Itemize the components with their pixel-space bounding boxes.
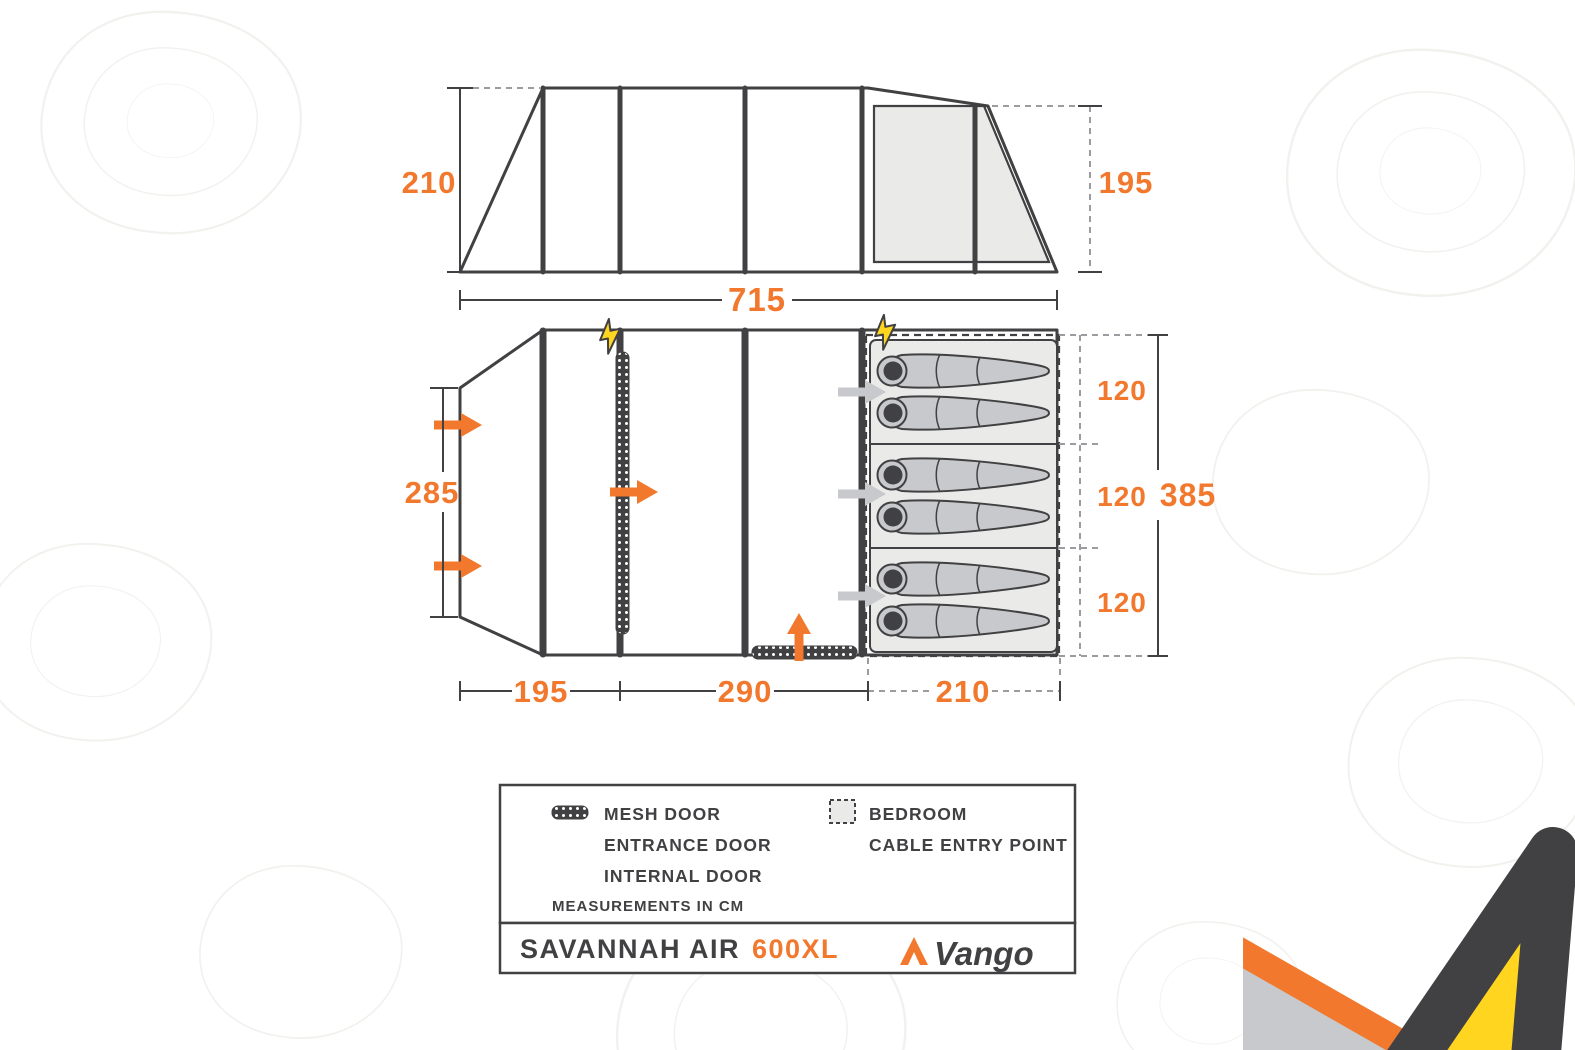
floor-plan-view: 285 120 120 120 385 bbox=[405, 311, 1216, 709]
legend-mesh-door-label: MESH DOOR bbox=[604, 804, 721, 824]
dimension-total-width: 715 bbox=[459, 281, 1058, 318]
product-name: SAVANNAH AIR bbox=[520, 934, 740, 964]
title-box bbox=[498, 921, 1077, 975]
bedroom-icon bbox=[829, 799, 856, 824]
mesh-door-strip-bottom bbox=[751, 645, 858, 660]
dim-label-195: 195 bbox=[1099, 165, 1154, 200]
legend-internal-door-label: INTERNAL DOOR bbox=[604, 866, 763, 886]
dimension-bottom-sections: 195 290 210 bbox=[459, 658, 1061, 709]
dim-label-285: 285 bbox=[405, 475, 460, 510]
product-model: 600XL bbox=[752, 934, 839, 964]
dim-label-120-1: 120 bbox=[1097, 375, 1147, 406]
dimension-bedroom-widths: 120 120 120 385 bbox=[1059, 334, 1216, 657]
dim-label-385: 385 bbox=[1160, 477, 1216, 513]
dim-label-210: 210 bbox=[402, 165, 457, 200]
dim-label-715: 715 bbox=[728, 281, 786, 318]
legend-measurements-note: MEASUREMENTS IN CM bbox=[552, 898, 744, 915]
product-title: SAVANNAH AIR 600XL bbox=[520, 934, 839, 964]
mesh-door-icon bbox=[551, 805, 589, 820]
dimension-living-depth: 285 bbox=[405, 387, 460, 618]
dimension-side-height-left: 210 bbox=[402, 87, 540, 273]
dim-label-120-2: 120 bbox=[1097, 481, 1147, 512]
side-elevation-view: 210 195 bbox=[402, 85, 1154, 275]
vango-logo: Vango bbox=[900, 935, 1034, 972]
dim-label-290-bottom: 290 bbox=[718, 674, 773, 709]
side-door-panel bbox=[872, 104, 1051, 264]
vango-logo-mark bbox=[900, 937, 928, 965]
dim-label-195-bottom: 195 bbox=[514, 674, 569, 709]
dim-label-210-bottom: 210 bbox=[936, 674, 991, 709]
brand-wordmark: Vango bbox=[934, 935, 1034, 972]
legend-entrance-door-label: ENTRANCE DOOR bbox=[604, 835, 772, 855]
legend-cable-entry-label: CABLE ENTRY POINT bbox=[869, 835, 1068, 855]
title-bar: SAVANNAH AIR 600XL Vango bbox=[498, 921, 1077, 975]
legend-bedroom-label: BEDROOM bbox=[869, 804, 967, 824]
legend-box bbox=[498, 783, 1077, 925]
dimension-side-height-right: 195 bbox=[992, 105, 1154, 273]
dim-label-120-3: 120 bbox=[1097, 587, 1147, 618]
legend: MESH DOOR ENTRANCE DOOR INTERNAL DOOR ME… bbox=[498, 783, 1575, 1050]
